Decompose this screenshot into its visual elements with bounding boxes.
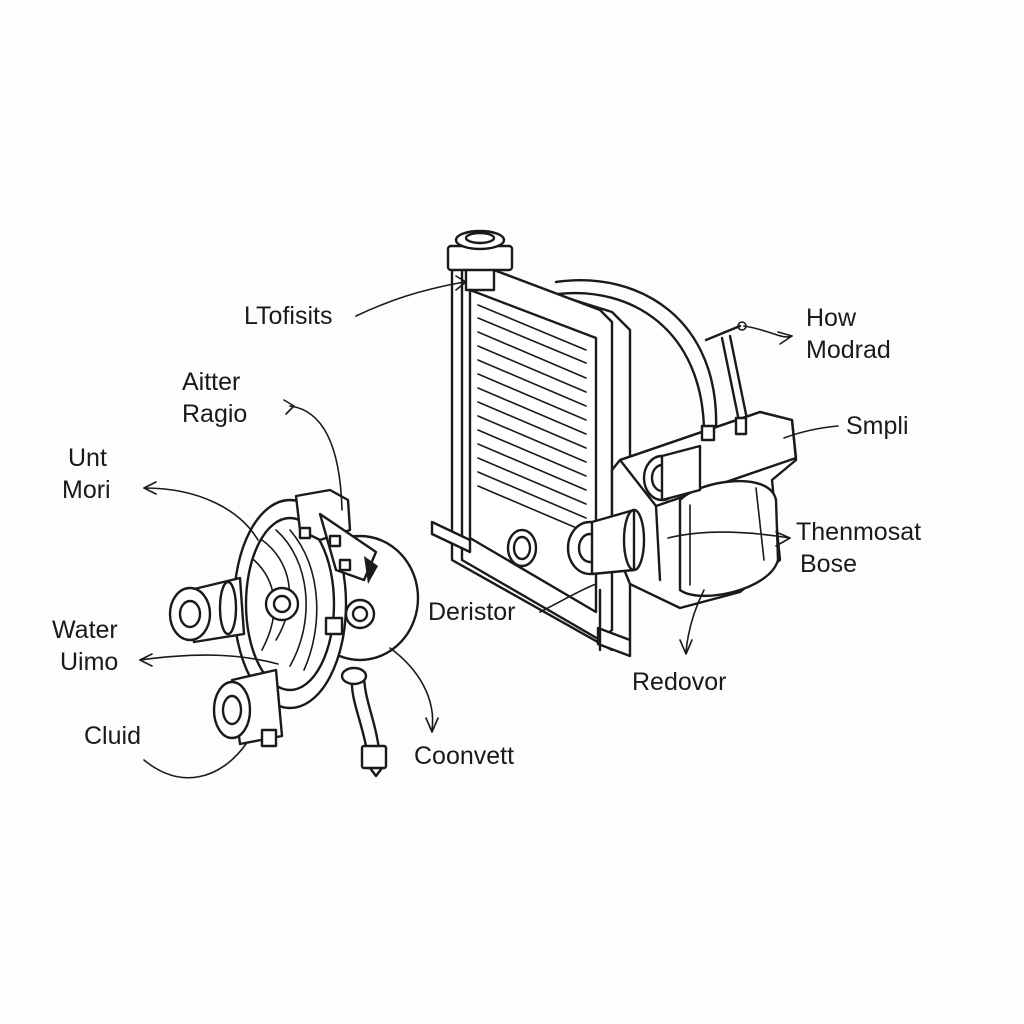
label-smpli: Smpli xyxy=(846,412,909,440)
label-aitter: Aitter xyxy=(182,368,241,396)
label-redovor: Redovor xyxy=(632,668,727,696)
leader-coonvett xyxy=(389,647,434,731)
label-how: How xyxy=(806,304,857,332)
label-cluid: Cluid xyxy=(84,722,141,750)
label-ragio: Ragio xyxy=(182,400,248,428)
leader-thenmosat-bose xyxy=(667,531,791,539)
leader-ltofisits xyxy=(355,281,465,317)
label-deristor: Deristor xyxy=(428,598,516,626)
label-bose: Bose xyxy=(800,550,857,578)
label-water: Water xyxy=(52,616,118,644)
leader-unt-mori xyxy=(143,487,259,541)
leader-water-uimo xyxy=(139,654,279,665)
label-ltofisits: LTofisits xyxy=(244,302,333,330)
leader-aitter-ragio xyxy=(289,405,343,511)
leader-deristor xyxy=(539,583,597,613)
label-thenmosat: Thenmosat xyxy=(796,518,922,546)
label-modrad: Modrad xyxy=(806,336,891,364)
leader-cluid xyxy=(143,743,247,779)
label-unt: Unt xyxy=(68,444,107,472)
label-uimo: Uimo xyxy=(60,648,119,676)
radiator-cap xyxy=(446,229,514,292)
upper-hose xyxy=(554,279,750,432)
label-mori: Mori xyxy=(62,476,111,504)
label-coonvett: Coonvett xyxy=(414,742,515,770)
thermostat-housing xyxy=(566,410,798,610)
leader-smpli xyxy=(783,425,839,439)
leader-lines xyxy=(139,275,839,779)
leader-redovor xyxy=(685,589,705,653)
water-pump xyxy=(168,488,420,778)
radiator-grille xyxy=(477,304,587,533)
leader-how-modrad xyxy=(743,325,793,338)
pump-impeller xyxy=(253,529,318,671)
pump-bolt xyxy=(324,598,376,636)
